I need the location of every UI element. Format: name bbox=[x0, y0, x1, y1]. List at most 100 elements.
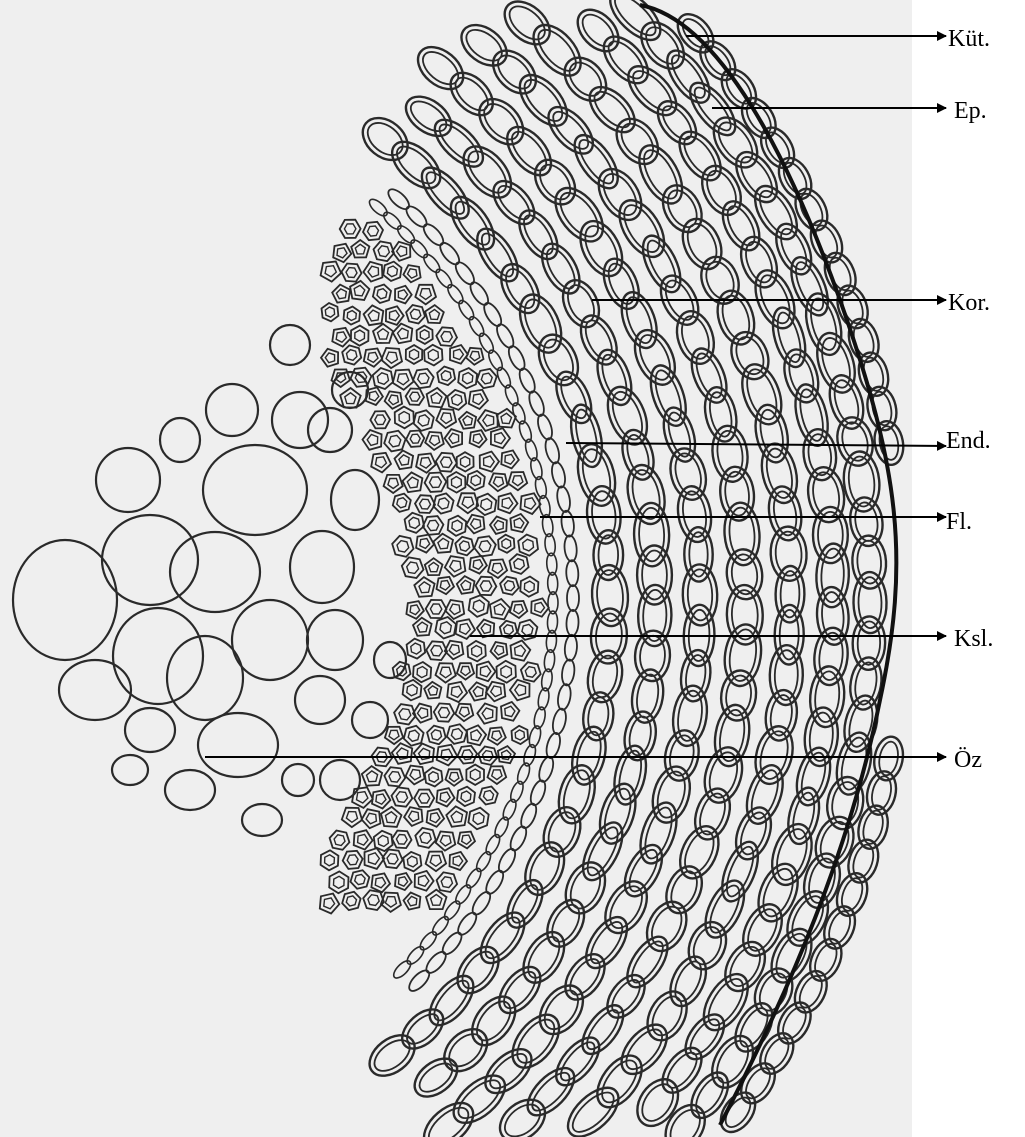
cortex-cell bbox=[469, 222, 526, 288]
cortex-cell-lumen bbox=[524, 843, 565, 894]
xylem-cell-lumen bbox=[494, 521, 503, 531]
xylem-cell bbox=[414, 577, 434, 597]
phloem-cell bbox=[477, 331, 496, 355]
phloem-cell bbox=[467, 315, 487, 339]
xylem-cell bbox=[447, 390, 466, 410]
xylem-cell-lumen bbox=[385, 897, 396, 908]
xylem-cell bbox=[474, 536, 496, 556]
xylem-cell bbox=[371, 873, 390, 892]
xylem-cell bbox=[445, 429, 463, 447]
xylem-cell bbox=[423, 516, 444, 535]
xylem-cell bbox=[445, 641, 464, 660]
xylem-cell bbox=[457, 452, 474, 471]
xylem-cell-lumen bbox=[431, 393, 442, 404]
xylem-cell bbox=[329, 871, 348, 893]
xylem-cell bbox=[415, 285, 436, 305]
xylem-cell-lumen bbox=[480, 581, 492, 591]
xylem-cell bbox=[467, 725, 486, 745]
endodermis-cell bbox=[455, 910, 480, 938]
xylem-cell-lumen bbox=[357, 792, 368, 803]
xylem-cell-lumen bbox=[410, 605, 420, 615]
xylem-cell-lumen bbox=[396, 835, 407, 845]
xylem-cell-lumen bbox=[515, 730, 524, 740]
xylem-cell bbox=[436, 453, 457, 472]
xylem-cell bbox=[392, 743, 412, 764]
xylem-cell bbox=[480, 452, 499, 472]
xylem-cell-lumen bbox=[483, 415, 494, 426]
xylem-cell-lumen bbox=[420, 289, 431, 300]
phloem-cell bbox=[456, 298, 476, 322]
cortex-cell-lumen bbox=[527, 1067, 575, 1116]
xylem-cell-lumen bbox=[368, 266, 379, 277]
phloem-cell bbox=[483, 833, 502, 857]
xylem-cell-lumen bbox=[449, 433, 459, 443]
cortex-cell-lumen bbox=[650, 367, 686, 424]
xylem-cell-lumen bbox=[450, 561, 461, 572]
xylem-cell-lumen bbox=[378, 835, 388, 846]
epidermis-cell-lumen bbox=[760, 1034, 793, 1072]
endodermis-cell bbox=[564, 634, 578, 661]
xylem-cell-lumen bbox=[346, 812, 357, 823]
cortex-cell bbox=[578, 910, 635, 975]
xylem-cell-lumen bbox=[347, 855, 358, 865]
xylem-cell-lumen bbox=[440, 581, 450, 591]
xylem-cell bbox=[427, 809, 445, 827]
cortex-cell-lumen bbox=[461, 24, 508, 67]
pith-cell bbox=[290, 531, 354, 603]
xylem-cell bbox=[466, 348, 483, 365]
xylem-cell-lumen bbox=[450, 604, 460, 614]
xylem-cell bbox=[426, 890, 447, 910]
pith-cell bbox=[167, 636, 243, 720]
xylem-cell-lumen bbox=[346, 896, 356, 906]
xylem-cell-lumen bbox=[523, 539, 534, 551]
phloem-cell bbox=[408, 237, 430, 260]
xylem-cell-lumen bbox=[368, 310, 379, 321]
xylem-cell bbox=[395, 451, 414, 470]
xylem-cell-lumen bbox=[396, 792, 407, 803]
xylem-cell-lumen bbox=[492, 770, 502, 780]
label-ep: Ep. bbox=[954, 98, 987, 124]
xylem-cell-lumen bbox=[473, 600, 484, 612]
xylem-cell bbox=[455, 537, 474, 556]
cortex-cell bbox=[557, 947, 612, 1007]
xylem-cell bbox=[332, 369, 350, 387]
cortex-cell bbox=[659, 44, 718, 110]
cortex-cell-lumen bbox=[522, 932, 566, 983]
pith-cell bbox=[160, 418, 200, 462]
xylem-cell bbox=[436, 663, 456, 682]
cortex-cell bbox=[613, 1016, 676, 1082]
xylem-cell-lumen bbox=[430, 856, 441, 867]
xylem-cell-lumen bbox=[495, 433, 506, 444]
cortex-cell bbox=[582, 79, 643, 140]
xylem-cell bbox=[405, 513, 424, 533]
xylem-cell bbox=[433, 534, 453, 553]
cortex-cell-lumen bbox=[417, 46, 464, 91]
xylem-cell bbox=[476, 494, 496, 515]
xylem-cell-lumen bbox=[375, 415, 386, 425]
xylem-cell bbox=[445, 556, 466, 577]
xylem-cell bbox=[450, 345, 468, 364]
xylem-cell bbox=[434, 703, 454, 721]
cortex-cell-lumen bbox=[572, 408, 601, 464]
xylem-cell bbox=[406, 601, 424, 619]
xylem-cell bbox=[500, 577, 519, 595]
xylem-cell-lumen bbox=[460, 624, 471, 635]
phloem-cell bbox=[464, 866, 484, 890]
endodermis-cell bbox=[566, 560, 579, 587]
cortex-cell-lumen bbox=[695, 790, 730, 837]
label-kut: Küt. bbox=[948, 26, 990, 52]
xylem-cell bbox=[366, 387, 383, 405]
xylem-cell bbox=[413, 369, 434, 388]
xylem-cell-lumen bbox=[376, 794, 386, 804]
xylem-cell-lumen bbox=[336, 332, 346, 342]
xylem-cell bbox=[321, 262, 342, 282]
cortex-cell-lumen bbox=[620, 1024, 669, 1076]
epidermis-cell-lumen bbox=[795, 973, 826, 1011]
xylem-cell-lumen bbox=[325, 353, 334, 363]
xylem-cell bbox=[322, 303, 339, 321]
xylem-cell bbox=[490, 517, 507, 534]
xylem-cell-lumen bbox=[440, 792, 450, 802]
xylem-cell bbox=[392, 831, 412, 849]
xylem-cell bbox=[448, 516, 467, 536]
xylem-cell-lumen bbox=[441, 877, 452, 888]
